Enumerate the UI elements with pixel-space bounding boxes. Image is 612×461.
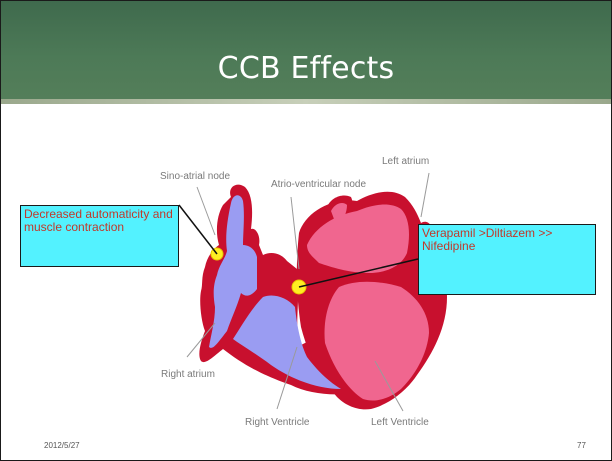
label-left-ventricle: Left Ventricle bbox=[371, 417, 429, 428]
label-right-ventricle: Right Ventricle bbox=[245, 417, 310, 428]
label-left-atrium: Left atrium bbox=[382, 156, 429, 167]
sa-node-leader bbox=[197, 187, 215, 235]
label-av-node: Atrio-ventricular node bbox=[271, 179, 366, 190]
sa-callout-connector bbox=[179, 205, 217, 254]
label-sa-node: Sino-atrial node bbox=[160, 171, 230, 182]
av-effect-callout: Verapamil >Diltiazem >> Nifedipine bbox=[418, 224, 596, 295]
av-node-leader bbox=[291, 197, 299, 269]
sa-effect-callout: Decreased automaticity and muscle contra… bbox=[20, 205, 179, 267]
footer-date: 2012/5/27 bbox=[44, 441, 80, 450]
label-right-atrium: Right atrium bbox=[161, 369, 215, 380]
left-atrium-leader bbox=[421, 173, 429, 217]
page-number: 77 bbox=[577, 441, 586, 450]
